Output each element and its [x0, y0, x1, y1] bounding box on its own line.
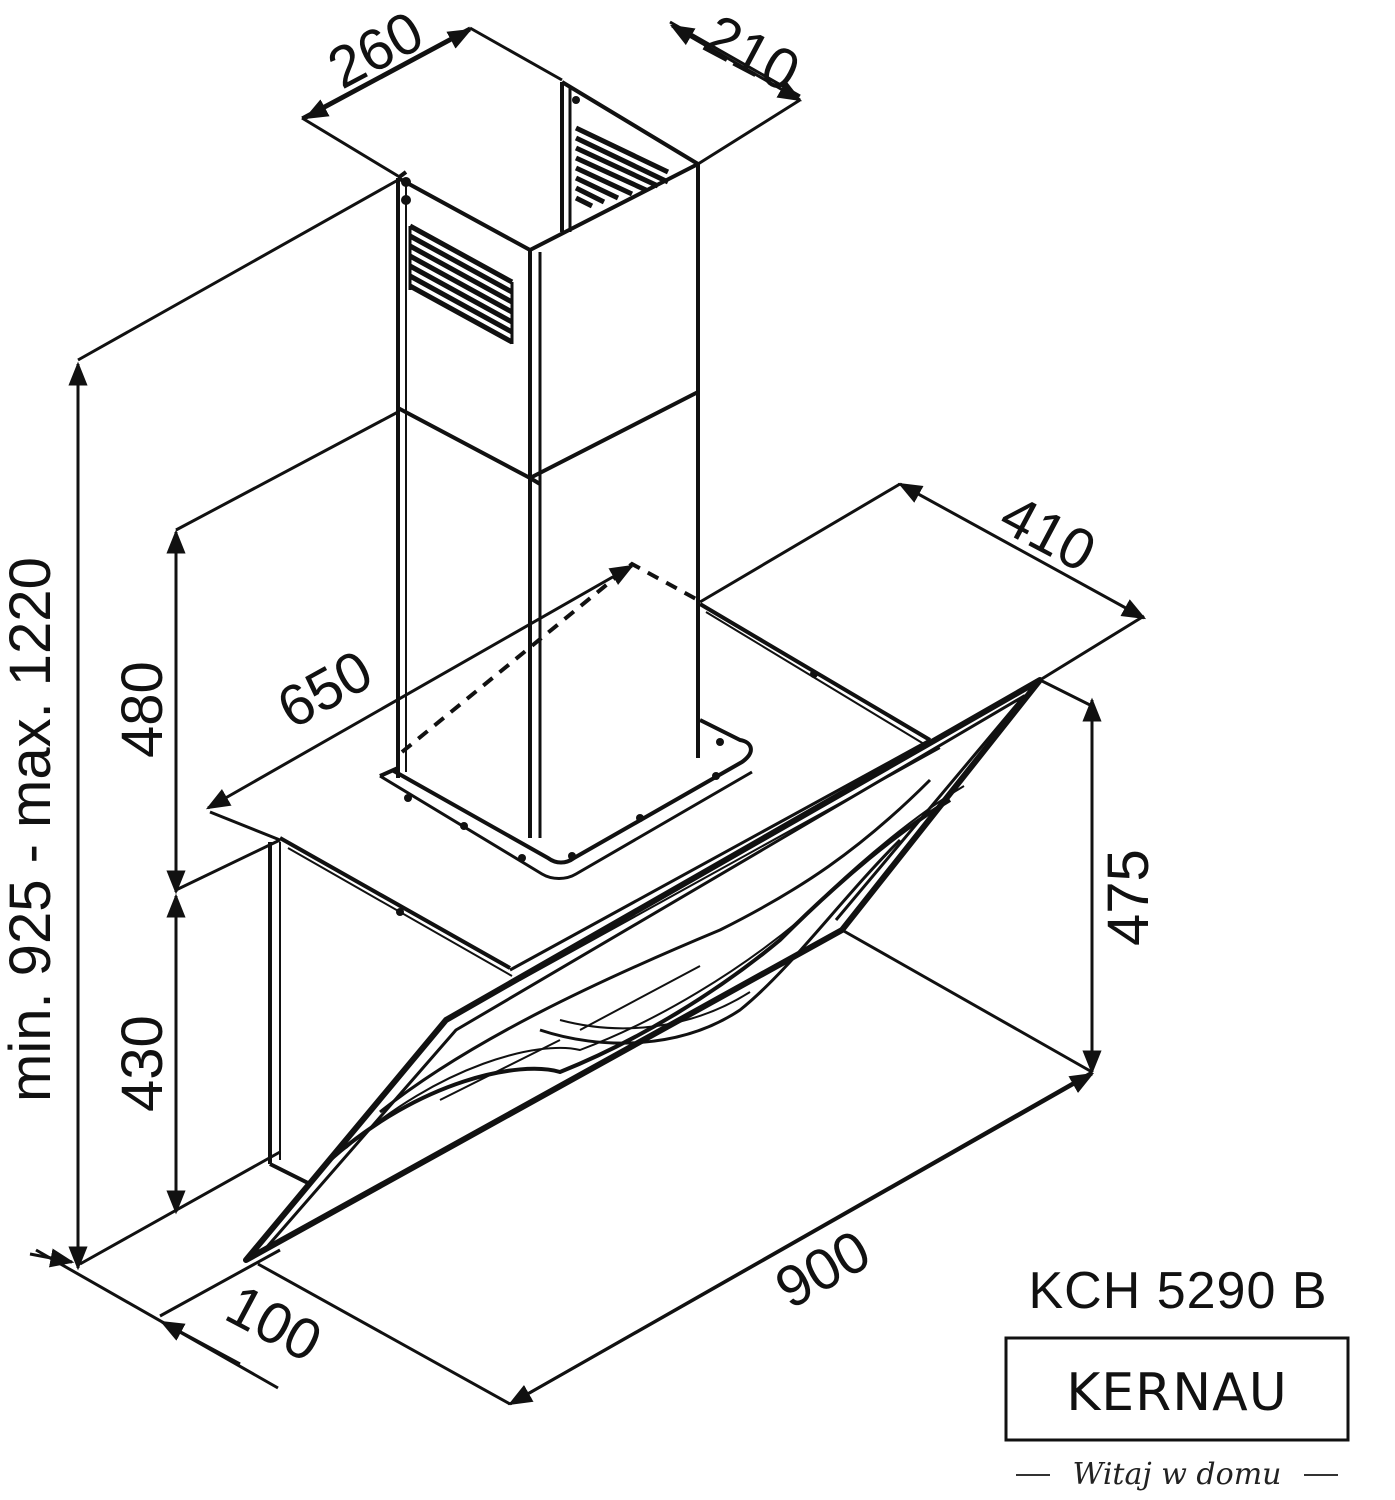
vent-grille-right: [574, 125, 670, 209]
label-width: 900: [765, 1218, 881, 1322]
label-chimney-depth: 210: [694, 2, 810, 105]
tagline: Witaj w domu: [1073, 1457, 1282, 1492]
chimney-screws: [401, 96, 580, 205]
vent-grille-left: [408, 223, 514, 345]
dim-line-210: [669, 24, 803, 102]
extension-lines: [35, 20, 1145, 1406]
model-name: KCH 5290 B: [1028, 1262, 1327, 1320]
brand-logo-frame: [1004, 1336, 1350, 1442]
label-total-height: min. 925 - max. 1220: [0, 557, 63, 1102]
brand-logo-text: KERNAU: [1066, 1363, 1288, 1423]
label-lower-height: 430: [110, 1015, 175, 1112]
dimension-arrows: [29, 24, 1147, 1406]
label-upper-depth: 650: [267, 638, 383, 742]
label-upper-height: 480: [110, 661, 175, 758]
label-hood-depth: 410: [990, 482, 1106, 585]
label-chimney-width: 260: [318, 0, 434, 101]
dim-line-100: [159, 1320, 241, 1366]
dim-line-410: [897, 482, 1147, 620]
label-glass-height: 475: [1096, 849, 1161, 946]
dim-line-260: [303, 28, 473, 120]
hidden-back-edge: [400, 561, 699, 754]
glass-panel: [243, 677, 1043, 1263]
dim-line-900: [507, 1072, 1095, 1406]
chimney: [396, 80, 700, 838]
dim-line-650: [205, 564, 635, 810]
